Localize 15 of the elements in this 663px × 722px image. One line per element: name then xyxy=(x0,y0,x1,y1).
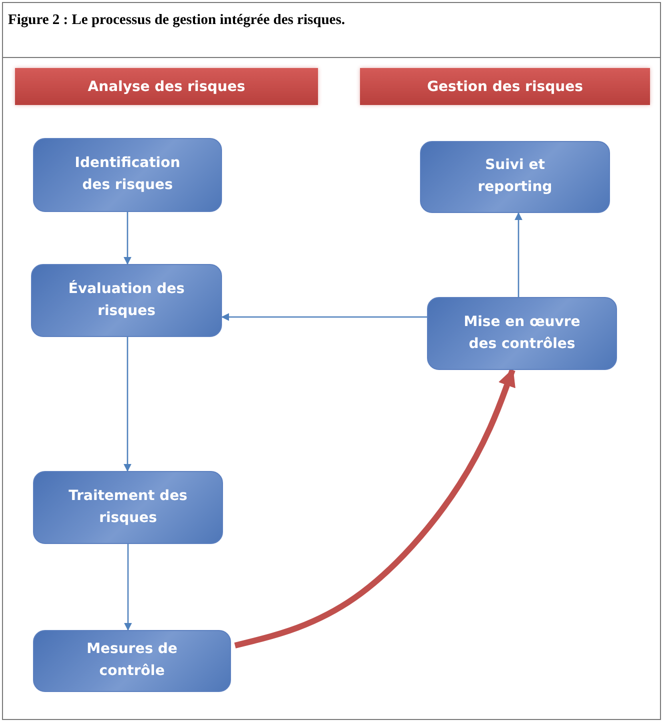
arrow xyxy=(221,313,427,321)
arrow xyxy=(124,337,132,472)
section-header-band: Gestion des risques xyxy=(360,68,650,105)
process-box: Suivi et reporting xyxy=(420,141,610,213)
figure-title: Figure 2 : Le processus de gestion intégrée des risques. xyxy=(8,12,345,29)
curved-arrow xyxy=(234,368,516,648)
process-box: Mesures de contrôle xyxy=(33,630,231,692)
section-header-band: Analyse des risques xyxy=(15,68,318,105)
arrow xyxy=(124,212,132,265)
process-box: Identification des risques xyxy=(33,138,222,212)
arrow xyxy=(514,212,522,297)
process-box: Mise en œuvre des contrôles xyxy=(427,297,617,370)
arrow xyxy=(124,544,132,631)
process-box: Traitement des risques xyxy=(33,471,223,544)
process-box: Évaluation des risques xyxy=(31,264,222,337)
